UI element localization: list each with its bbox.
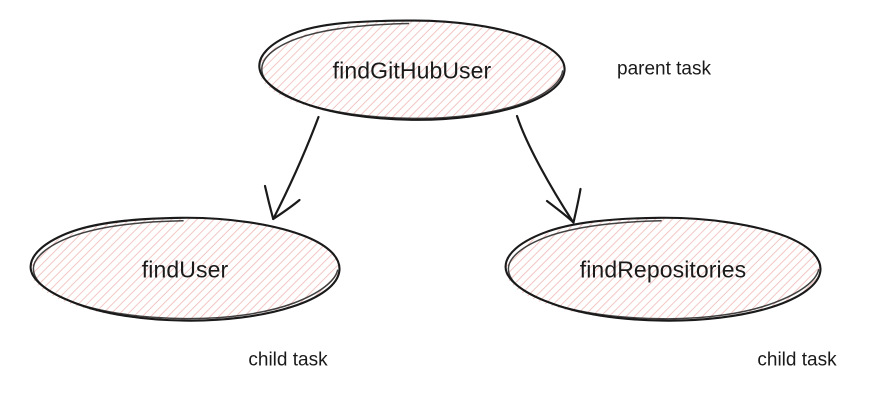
- node-find-git-hub-user-fill: [259, 20, 565, 120]
- node-find-user-outline-a: [29, 216, 341, 322]
- annotation-child-task-right: child task: [757, 349, 837, 371]
- node-find-git-hub-user[interactable]: [258, 19, 566, 121]
- edge-parent-to-find-user-line: [272, 115, 320, 220]
- edge-parent-to-find-repositories-line: [515, 114, 575, 224]
- edge-parent-to-find-repositories-arrowhead-right: [572, 187, 582, 224]
- node-find-user-fill: [30, 217, 340, 321]
- edge-parent-to-find-user-arrowhead-right: [272, 198, 301, 221]
- node-find-git-hub-user-outline-a: [258, 19, 566, 121]
- edge-parent-to-find-repositories-arrowhead-left: [545, 199, 575, 224]
- edge-parent-to-find-repositories[interactable]: [515, 114, 582, 224]
- edge-parent-to-find-user[interactable]: [263, 115, 320, 221]
- node-find-user[interactable]: [29, 216, 341, 322]
- node-find-user-outline-b: [32, 220, 339, 320]
- node-find-repositories[interactable]: [504, 216, 822, 322]
- node-find-repositories-outline-a: [504, 216, 822, 322]
- edge-parent-to-find-user-arrowhead-left: [263, 184, 275, 221]
- annotation-child-task-left: child task: [248, 349, 328, 371]
- node-find-repositories-fill: [505, 217, 821, 321]
- node-find-git-hub-user-outline-b: [261, 22, 564, 120]
- annotation-parent-task: parent task: [617, 58, 711, 80]
- node-find-repositories-outline-b: [507, 220, 820, 320]
